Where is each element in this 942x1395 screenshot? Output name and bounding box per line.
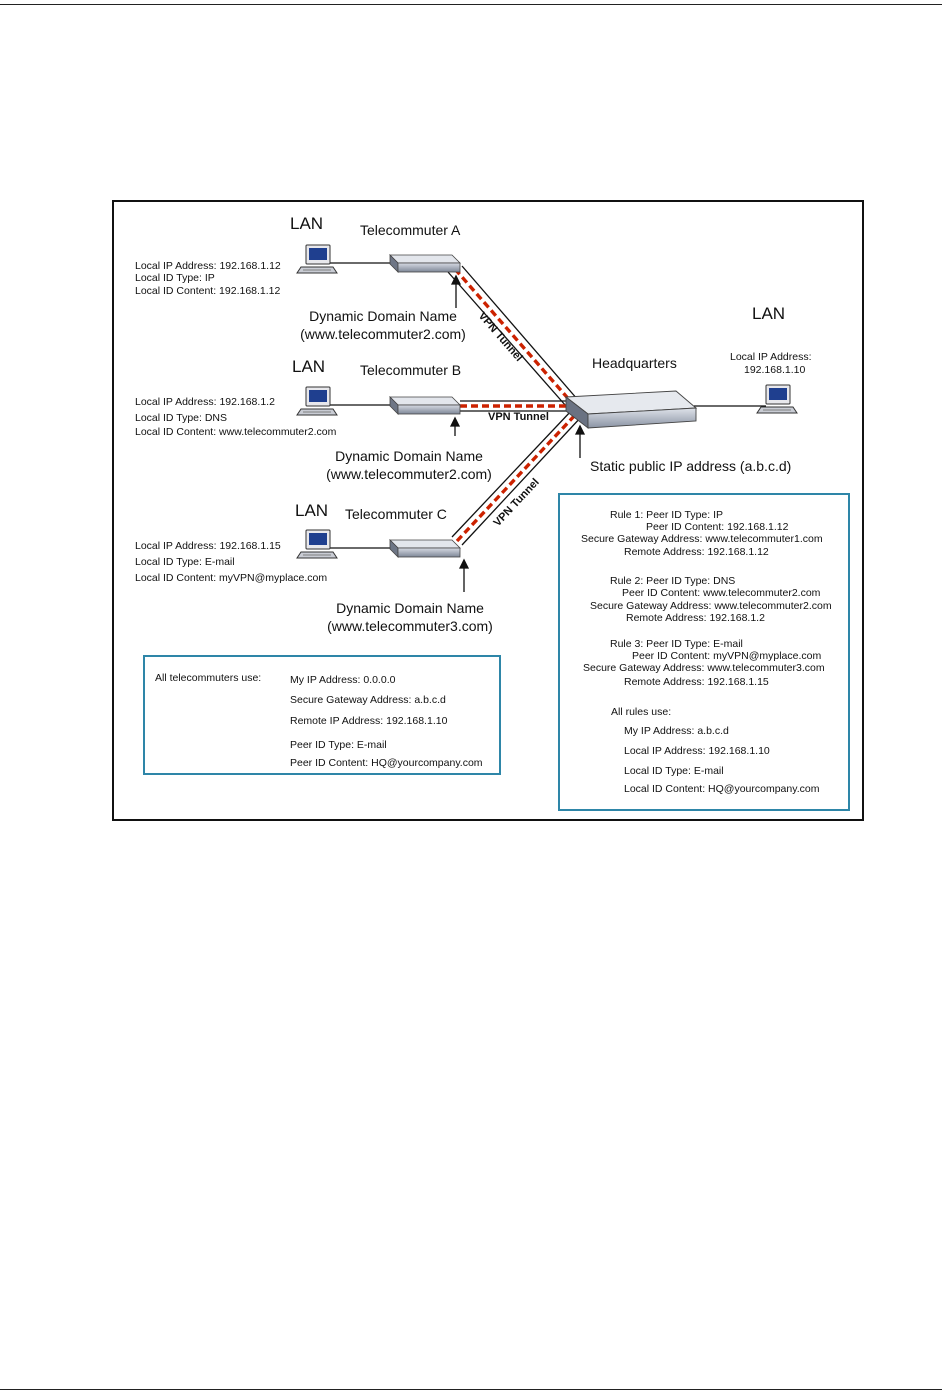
telecommuters-my-ip: My IP Address: 0.0.0.0	[290, 674, 396, 686]
rule3-content: Peer ID Content: myVPN@myplace.com	[632, 650, 822, 662]
hq-rules-box: Rule 1: Peer ID Type: IP Peer ID Content…	[558, 493, 850, 811]
hq-local-ip-value: 192.168.1.10	[744, 364, 806, 376]
telecommuter-a-local-id-content: Local ID Content: 192.168.1.12	[135, 285, 281, 297]
ddn-domain: (www.telecommuter3.com)	[327, 618, 493, 634]
telecommuter-c-label: Telecommuter C	[345, 506, 447, 522]
page-header-rule	[0, 4, 942, 5]
pc-lan-c-icon	[296, 529, 338, 559]
rule1-remote: Remote Address: 192.168.1.12	[624, 546, 769, 558]
ddn-title: Dynamic Domain Name	[335, 448, 483, 464]
pc-lan-hq-icon	[756, 384, 798, 414]
vpn-tunnel-c	[451, 409, 583, 546]
rule1-content: Peer ID Content: 192.168.1.12	[646, 521, 789, 533]
vpn-tunnel-b	[460, 400, 576, 412]
telecommuter-c-ddn: Dynamic Domain Name (www.telecommuter3.c…	[320, 599, 500, 635]
vpn-tunnel-label-c: VPN Tunnel	[491, 476, 541, 529]
ddn-title: Dynamic Domain Name	[336, 600, 484, 616]
arrow-up-icon	[458, 558, 470, 592]
rule2-type: Rule 2: Peer ID Type: DNS	[610, 575, 736, 587]
vpn-tunnel-label-a: VPN Tunnel	[476, 310, 525, 364]
lan-b-label: LAN	[292, 357, 326, 376]
all-rules-local-id-content: Local ID Content: HQ@yourcompany.com	[624, 783, 820, 795]
telecommuter-c-local-ip: Local IP Address: 192.168.1.15	[135, 540, 281, 552]
all-rules-local-ip: Local IP Address: 192.168.1.10	[624, 745, 770, 757]
rule1-gateway: Secure Gateway Address: www.telecommuter…	[581, 533, 823, 545]
rule2-gateway: Secure Gateway Address: www.telecommuter…	[590, 600, 832, 612]
headquarters-label: Headquarters	[592, 355, 677, 371]
telecommuters-peer-id-content: Peer ID Content: HQ@yourcompany.com	[290, 757, 483, 769]
arrow-up-icon	[574, 424, 586, 458]
lan-a-label: LAN	[290, 214, 324, 233]
lan-hq-label: LAN	[752, 304, 786, 323]
telecommuter-a-local-ip: Local IP Address: 192.168.1.12	[135, 260, 281, 272]
hq-static-ip-label: Static public IP address (a.b.c.d)	[590, 458, 792, 474]
vpn-tunnel-a	[447, 265, 579, 407]
ddn-title: Dynamic Domain Name	[309, 308, 457, 324]
hq-local-ip-label: Local IP Address:	[730, 351, 812, 363]
rule3-type: Rule 3: Peer ID Type: E-mail	[610, 638, 743, 650]
telecommuter-b-local-id-content: Local ID Content: www.telecommuter2.com	[135, 426, 337, 438]
all-rules-local-id-type: Local ID Type: E-mail	[624, 765, 724, 777]
arrow-up-icon	[450, 274, 462, 308]
router-headquarters	[564, 390, 698, 429]
telecommuters-secure-gateway: Secure Gateway Address: a.b.c.d	[290, 694, 446, 706]
telecommuter-a-label: Telecommuter A	[360, 222, 461, 238]
telecommuters-box-heading: All telecommuters use:	[155, 672, 262, 684]
router-telecommuter-c	[389, 539, 461, 558]
telecommuter-c-local-id-content: Local ID Content: myVPN@myplace.com	[135, 572, 328, 584]
telecommuter-b-local-id-type: Local ID Type: DNS	[135, 412, 228, 424]
page-footer-rule	[0, 1389, 942, 1390]
telecommuter-a-local-id-type: Local ID Type: IP	[135, 272, 215, 284]
lan-c-label: LAN	[295, 501, 329, 520]
ddn-domain: (www.telecommuter2.com)	[326, 466, 492, 482]
pc-lan-a-icon	[296, 244, 338, 274]
router-telecommuter-a	[389, 254, 461, 273]
telecommuter-b-ddn: Dynamic Domain Name (www.telecommuter2.c…	[318, 447, 500, 483]
telecommuters-remote-ip: Remote IP Address: 192.168.1.10	[290, 715, 448, 727]
telecommuters-settings-box: All telecommuters use: My IP Address: 0.…	[143, 655, 501, 775]
telecommuter-b-local-ip: Local IP Address: 192.168.1.2	[135, 396, 275, 408]
rule3-remote: Remote Address: 192.168.1.15	[624, 676, 769, 688]
telecommuters-peer-id-type: Peer ID Type: E-mail	[290, 739, 387, 751]
telecommuter-b-label: Telecommuter B	[360, 362, 462, 378]
rule2-content: Peer ID Content: www.telecommuter2.com	[622, 587, 821, 599]
all-rules-my-ip: My IP Address: a.b.c.d	[624, 725, 729, 737]
telecommuter-a-ddn: Dynamic Domain Name (www.telecommuter2.c…	[294, 307, 472, 343]
rule3-gateway: Secure Gateway Address: www.telecommuter…	[583, 662, 825, 674]
arrow-up-icon	[449, 416, 461, 436]
pc-lan-b-icon	[296, 386, 338, 416]
all-rules-heading: All rules use:	[611, 706, 672, 718]
ddn-domain: (www.telecommuter2.com)	[300, 326, 466, 342]
rule1-type: Rule 1: Peer ID Type: IP	[610, 509, 724, 521]
vpn-tunnel-label-b: VPN Tunnel	[488, 411, 549, 423]
telecommuter-c-local-id-type: Local ID Type: E-mail	[135, 556, 235, 568]
rule2-remote: Remote Address: 192.168.1.2	[626, 612, 765, 624]
router-telecommuter-b	[389, 396, 461, 415]
